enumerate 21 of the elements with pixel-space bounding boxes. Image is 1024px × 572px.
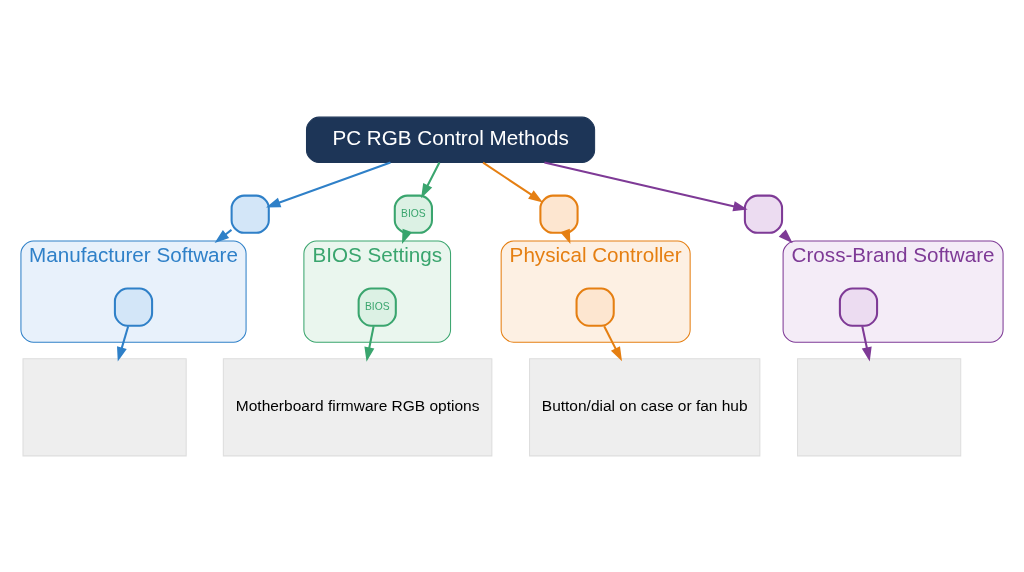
node-box: Motherboard firmware RGB options [222,357,493,456]
arrow [364,325,375,362]
node-box [22,357,187,456]
cluster: Cross-Brand Software [782,240,1004,343]
node-box [113,287,154,327]
cluster: Manufacturer Software [20,240,247,343]
node-box [797,357,962,456]
arrow [544,161,748,211]
arrow [266,161,391,207]
arrow [482,161,543,202]
node-box [230,194,270,234]
node-box: Button/dial on case or fan hub [529,357,761,456]
node-box: PC RGB Control Methods [305,116,596,163]
node-box [575,287,615,327]
node-box [838,287,879,327]
arrow [603,325,622,361]
cluster: Physical Controller [500,240,691,343]
arrow [861,325,872,362]
arrow [117,325,130,362]
arrow [421,161,441,198]
arrow [401,228,412,244]
